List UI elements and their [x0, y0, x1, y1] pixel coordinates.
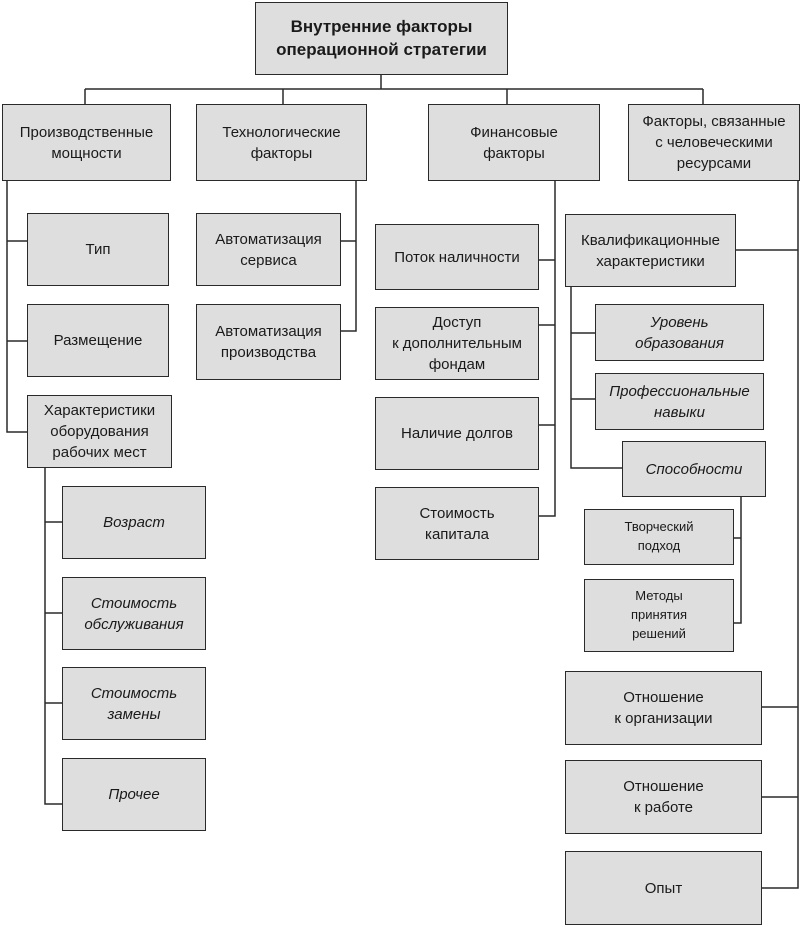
title-box: Внутренние факторы операционной стратеги…	[255, 2, 508, 75]
qualification-education: Уровень образования	[595, 304, 764, 361]
production-type: Тип	[27, 213, 169, 286]
connector-title-bus	[84, 75, 704, 104]
category-production: Производственные мощности	[2, 104, 171, 181]
abilities-creative: Творческий подход	[584, 509, 734, 565]
equipment-maintenance-cost: Стоимость обслуживания	[62, 577, 206, 650]
finance-additional-funds: Доступ к дополнительным фондам	[375, 307, 539, 380]
connector-abilities	[734, 497, 742, 624]
technology-production-automation: Автоматизация производства	[196, 304, 341, 380]
equipment-replacement-cost: Стоимость замены	[62, 667, 206, 740]
technology-service-automation: Автоматизация сервиса	[196, 213, 341, 286]
category-human: Факторы, связанные с человеческими ресур…	[628, 104, 800, 181]
abilities-decision-methods: Методы принятия решений	[584, 579, 734, 652]
equipment-age: Возраст	[62, 486, 206, 559]
qualification-skills: Профессиональные навыки	[595, 373, 764, 430]
human-experience: Опыт	[565, 851, 762, 925]
category-finance: Финансовые факторы	[428, 104, 600, 181]
connector-qualification	[570, 287, 622, 469]
connector-equipment	[44, 468, 62, 805]
production-equipment: Характеристики оборудования рабочих мест	[27, 395, 172, 468]
human-attitude-work: Отношение к работе	[565, 760, 762, 834]
finance-capital-cost: Стоимость капитала	[375, 487, 539, 560]
human-attitude-organization: Отношение к организации	[565, 671, 762, 745]
connector-production	[6, 180, 27, 433]
finance-debts: Наличие долгов	[375, 397, 539, 470]
connector-technology	[341, 180, 357, 332]
connector-finance	[539, 180, 556, 517]
finance-cash-flow: Поток наличности	[375, 224, 539, 290]
connector-human	[736, 180, 799, 889]
human-qualification: Квалификационные характеристики	[565, 214, 736, 287]
category-technology: Технологические факторы	[196, 104, 367, 181]
equipment-other: Прочее	[62, 758, 206, 831]
qualification-abilities: Способности	[622, 441, 766, 497]
production-placement: Размещение	[27, 304, 169, 377]
